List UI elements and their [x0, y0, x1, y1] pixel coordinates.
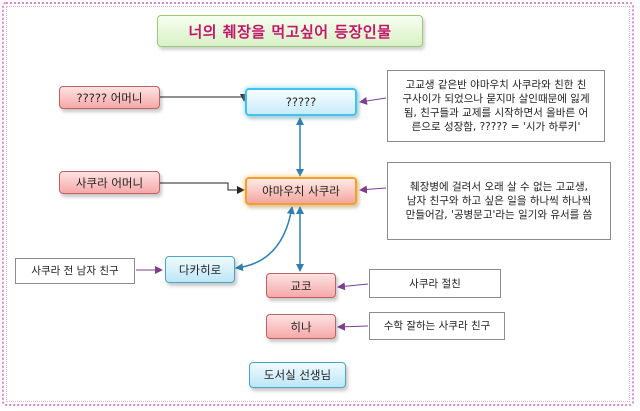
- node-kyoko: 교코: [266, 273, 336, 298]
- decorative-frame-inner: [6, 6, 630, 402]
- decorative-frame: [2, 2, 634, 406]
- note-main-character: 고교생 같은반 야마우치 사쿠라와 친한 친 구사이가 되었으나 묻지마 살인때…: [387, 70, 605, 142]
- note-kyoko: 사쿠라 절친: [369, 269, 501, 298]
- note-line: 됨, 친구들과 교제를 시작하면서 올바른 어: [403, 107, 589, 119]
- node-unknown-mother: ????? 어머니: [59, 86, 160, 109]
- node-sakura: 야마우치 사쿠라: [245, 177, 357, 205]
- note-line: 만들어감, '공병문고'라는 일기와 유서를 씀: [405, 209, 593, 221]
- note-line: 고교생 같은반 야마우치 사쿠라와 친한 친: [405, 79, 587, 91]
- edge-note-hina: [337, 322, 369, 331]
- note-hina: 수학 잘하는 사쿠라 친구: [369, 312, 505, 340]
- node-library-teacher: 도서실 선생님: [249, 362, 346, 388]
- note-takahiro: 사쿠라 전 남자 친구: [15, 258, 135, 284]
- node-hina: 히나: [266, 314, 336, 339]
- note-line: 남자 친구와 하고 싶은 일을 하나씩 하나씩: [406, 195, 592, 207]
- note-sakura: 췌장병에 걸려서 오래 살 수 없는 고교생, 남자 친구와 하고 싶은 일을 …: [387, 162, 611, 240]
- edge-sakura-mother-to-sakura: [160, 182, 245, 194]
- node-main-character: ?????: [245, 88, 357, 116]
- node-sakura-mother: 사쿠라 어머니: [59, 171, 160, 194]
- node-takahiro: 다카히로: [165, 256, 235, 283]
- note-line: 른으로 성장함, ????? = '시가 하루키': [411, 121, 581, 133]
- edge-note-main: [359, 96, 387, 105]
- edge-unknown-mother-to-main: [160, 94, 248, 102]
- edge-note-sakura: [359, 185, 387, 194]
- note-line: 췌장병에 걸려서 오래 살 수 없는 고교생,: [410, 181, 588, 193]
- note-line: 구사이가 되었으나 묻지마 살인때문에 잃게: [402, 93, 590, 105]
- edge-note-kyoko: [337, 282, 369, 291]
- diagram-title: 너의 췌장을 먹고싶어 등장인물: [157, 15, 423, 47]
- edge-sakura-takahiro: [235, 206, 295, 272]
